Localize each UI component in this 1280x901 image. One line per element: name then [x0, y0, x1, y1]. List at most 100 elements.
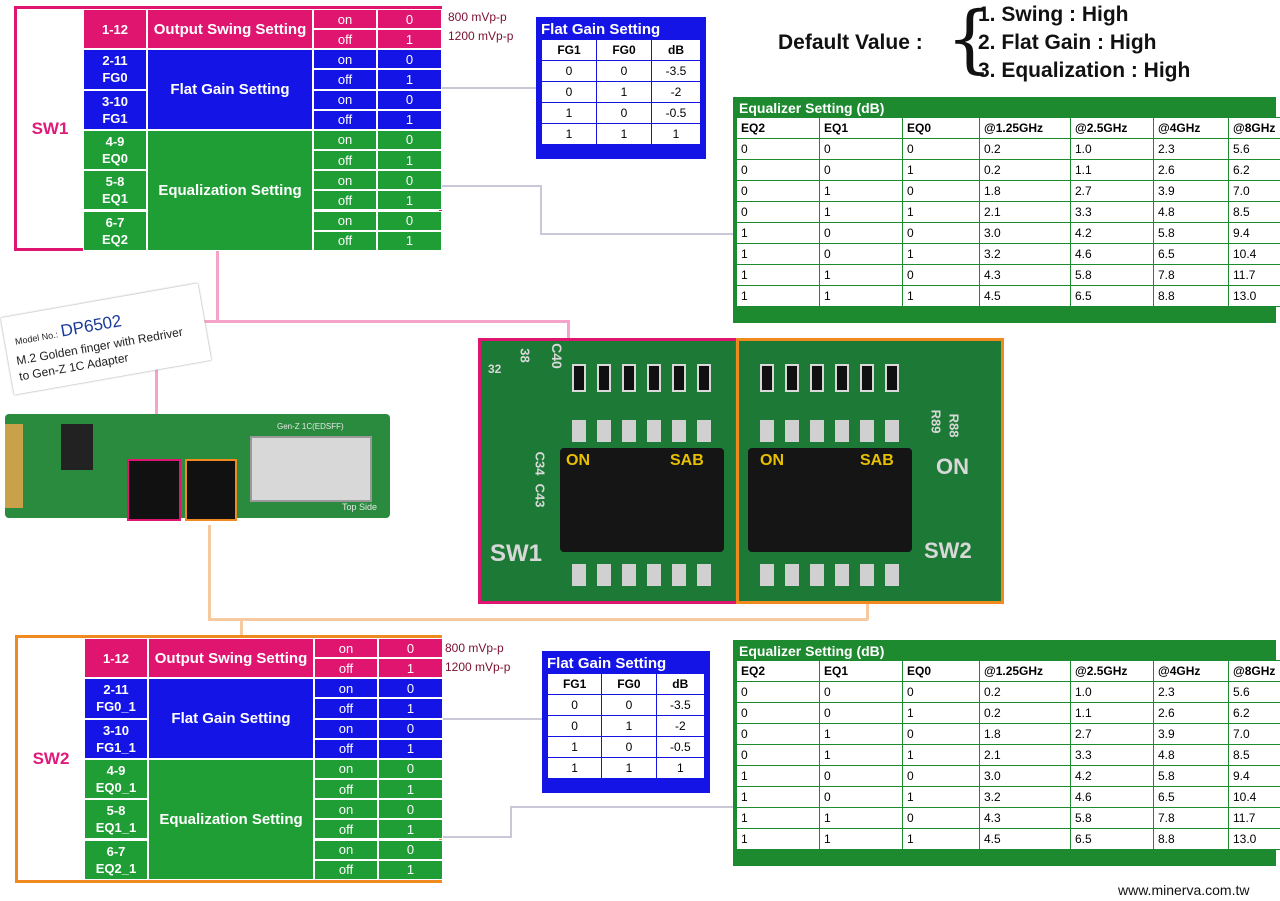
- fg-cell: -2: [655, 715, 706, 737]
- sw1-silk-label: SW1: [490, 540, 543, 567]
- eq-cell: 0: [736, 702, 820, 724]
- connector-line: [208, 618, 868, 621]
- eq-cell: 4.3: [979, 264, 1071, 286]
- connector-line: [540, 233, 736, 235]
- eq-cell: 7.0: [1228, 723, 1280, 745]
- eq-cell: 0.2: [979, 138, 1071, 160]
- switch-value: 0: [378, 799, 443, 820]
- eq-cell: 7.8: [1153, 807, 1229, 829]
- switch-value: 0: [378, 678, 443, 699]
- fg-cell: 1: [601, 715, 657, 737]
- connector-line: [155, 320, 570, 323]
- solder-pin: [647, 420, 661, 442]
- resistor: [672, 364, 686, 392]
- solder-pin: [572, 564, 586, 586]
- eq-cell: 6.2: [1228, 159, 1280, 181]
- eq-cell: 1: [736, 222, 820, 244]
- eq-header: @8GHz: [1228, 117, 1280, 139]
- flat-gain-title: Flat Gain Setting: [541, 21, 661, 38]
- fg-cell: -3.5: [655, 694, 706, 716]
- eq-cell: 1: [819, 807, 903, 829]
- switch-state: on: [313, 49, 377, 70]
- eq-cell: 0: [902, 765, 980, 787]
- fg-header: FG0: [596, 39, 652, 61]
- fg-header: dB: [655, 673, 706, 695]
- switch-value: 1: [378, 779, 443, 800]
- solder-pin: [785, 420, 799, 442]
- switch-state: on: [313, 170, 377, 191]
- website-footer: www.minerva.com.tw: [1118, 882, 1250, 898]
- dip-switch-photo: 123456123456 ON SAB ON SAB SW1 SW2 ON C4…: [478, 338, 1004, 604]
- setting-name: Flat Gain Setting: [147, 49, 313, 130]
- sw2-mini-switch: [185, 459, 237, 521]
- fg-header: FG1: [541, 39, 597, 61]
- switch-value: 0: [377, 89, 442, 110]
- switch-value: 0: [378, 758, 443, 780]
- connector-line: [866, 604, 869, 620]
- resistor: [697, 364, 711, 392]
- fg-cell: -0.5: [655, 736, 706, 758]
- eq-header: @4GHz: [1153, 660, 1229, 682]
- swing-high-note: 1200 mVp-p: [448, 29, 514, 43]
- solder-pin: [622, 564, 636, 586]
- fg-cell: 0: [601, 694, 657, 716]
- eq-cell: 0.2: [979, 681, 1071, 703]
- swing-high-note: 1200 mVp-p: [445, 660, 511, 674]
- switch-state: off: [314, 819, 378, 840]
- eq-cell: 0: [819, 138, 903, 160]
- fg-cell: 1: [546, 757, 603, 779]
- fg-cell: -2: [651, 81, 701, 103]
- eq-cell: 4.5: [979, 285, 1071, 307]
- resistor: [572, 364, 586, 392]
- setting-name: Equalization Setting: [147, 129, 313, 251]
- eq-cell: 0: [902, 180, 980, 202]
- solder-pin: [785, 564, 799, 586]
- eq-cell: 1: [736, 807, 820, 829]
- connector-line: [155, 320, 158, 460]
- eq-cell: 0: [819, 765, 903, 787]
- fg-cell: 0: [596, 60, 652, 82]
- eq-cell: 0: [736, 180, 820, 202]
- eq-cell: 0: [819, 243, 903, 265]
- fg-cell: 0: [596, 102, 652, 124]
- eq-cell: 1.8: [979, 723, 1071, 745]
- default-value-item: 1. Swing : High: [978, 3, 1129, 26]
- eq-cell: 0: [736, 159, 820, 181]
- switch-pin-label: 5-8 EQ1_1: [84, 799, 148, 840]
- switch-pin-label: 1-12: [84, 638, 148, 679]
- eq-cell: 11.7: [1228, 264, 1280, 286]
- eq-cell: 0: [736, 681, 820, 703]
- solder-pin: [810, 420, 824, 442]
- switch-value: 0: [378, 718, 443, 739]
- eq-cell: 13.0: [1228, 828, 1280, 850]
- fg-cell: 1: [546, 736, 603, 758]
- eq-cell: 0: [819, 159, 903, 181]
- eq-cell: 3.9: [1153, 180, 1229, 202]
- brace-symbol: {: [946, 0, 994, 82]
- eq-cell: 1: [819, 264, 903, 286]
- connector-line: [240, 618, 243, 636]
- eq-cell: 1: [819, 723, 903, 745]
- switch-state: on: [314, 638, 378, 659]
- fg-cell: 1: [651, 123, 701, 145]
- eq-cell: 0.2: [979, 159, 1071, 181]
- fg-header: FG1: [546, 673, 603, 695]
- switch-state: off: [313, 29, 377, 50]
- default-value-item: 2. Flat Gain : High: [978, 31, 1157, 54]
- fg-cell: 1: [596, 123, 652, 145]
- solder-pin: [810, 564, 824, 586]
- switch-state: on: [313, 89, 377, 110]
- switch-state: on: [314, 839, 378, 860]
- connector-line: [216, 250, 219, 322]
- eq-cell: 1: [819, 285, 903, 307]
- eq-cell: 1.0: [1070, 138, 1154, 160]
- eq-cell: 0: [819, 786, 903, 808]
- eq-header: EQ1: [819, 117, 903, 139]
- eq-cell: 5.6: [1228, 138, 1280, 160]
- solder-pin: [597, 564, 611, 586]
- eq-cell: 8.8: [1153, 285, 1229, 307]
